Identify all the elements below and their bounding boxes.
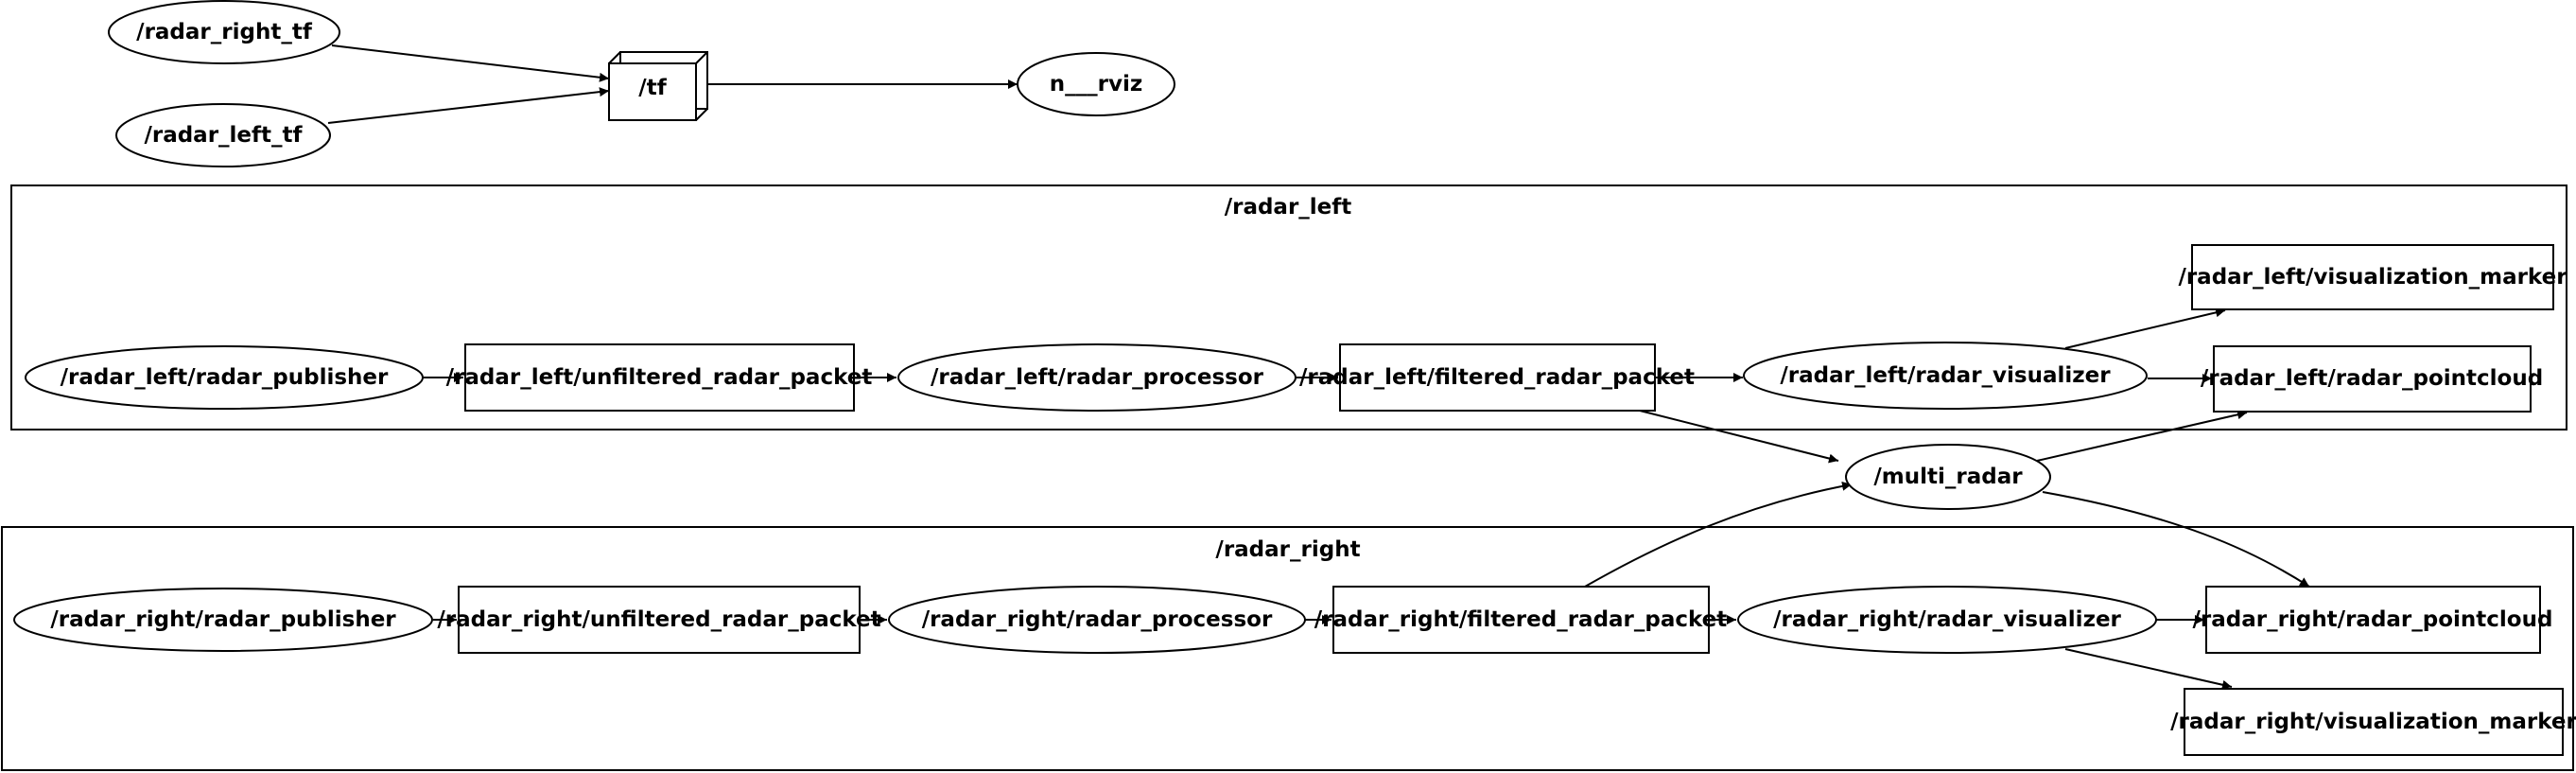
topic-left-marker-label: /radar_left/visualization_marker [2178, 265, 2567, 290]
node-left-publisher[interactable]: /radar_left/radar_publisher [25, 345, 424, 410]
topic-right-pointcloud[interactable]: /radar_right/radar_pointcloud [2193, 586, 2553, 654]
topic-left-filtered-label: /radar_left/filtered_radar_packet [1299, 365, 1695, 390]
topic-right-filtered-label: /radar_right/filtered_radar_packet [1314, 607, 1728, 632]
node-radar-right-tf[interactable]: /radar_right_tf [108, 0, 340, 64]
edge-left-filtered-to-multi-radar [1639, 410, 1839, 464]
node-tf-topic-label: /tf [638, 76, 667, 100]
edge-right-visualizer-to-marker [2064, 648, 2233, 690]
topic-left-pointcloud-label: /radar_left/radar_pointcloud [2201, 366, 2543, 391]
node-right-publisher[interactable]: /radar_right/radar_publisher [13, 588, 433, 652]
cluster-radar-right: /radar_right [1, 526, 2574, 771]
node-radar-right-tf-label: /radar_right_tf [136, 20, 313, 44]
edge-multi-radar-to-left-pointcloud [2036, 410, 2248, 462]
edge-radar-right-tf-to-tf [331, 44, 610, 82]
topic-left-pointcloud[interactable]: /radar_left/radar_pointcloud [2201, 345, 2543, 413]
edge-right-filtered-to-multi-radar [1584, 481, 1853, 588]
node-multi-radar[interactable]: /multi_radar [1845, 444, 2051, 510]
topic-left-unfiltered-label: /radar_left/unfiltered_radar_packet [446, 365, 873, 390]
node-radar-left-tf-label: /radar_left_tf [144, 123, 303, 148]
edge-radar-left-tf-to-tf [327, 87, 610, 124]
cluster-radar-right-label: /radar_right [1215, 537, 1360, 562]
node-left-processor-label: /radar_left/radar_processor [931, 365, 1264, 390]
node-multi-radar-label: /multi_radar [1873, 465, 2023, 489]
node-right-visualizer[interactable]: /radar_right/radar_visualizer [1737, 586, 2157, 654]
node-right-processor-label: /radar_right/radar_processor [922, 607, 1273, 632]
node-left-visualizer[interactable]: /radar_left/radar_visualizer [1743, 342, 2148, 410]
topic-left-marker[interactable]: /radar_left/visualization_marker [2178, 244, 2567, 310]
topic-right-unfiltered[interactable]: /radar_right/unfiltered_radar_packet [437, 586, 881, 654]
edge-multi-radar-to-right-pointcloud [2042, 491, 2310, 588]
topic-left-filtered[interactable]: /radar_left/filtered_radar_packet [1299, 343, 1695, 412]
topic-right-marker[interactable]: /radar_right/visualization_marker [2170, 688, 2576, 756]
topic-right-marker-label: /radar_right/visualization_marker [2170, 710, 2576, 734]
node-rviz-label: n___rviz [1050, 72, 1142, 97]
edges [327, 44, 2310, 690]
node-left-visualizer-label: /radar_left/radar_visualizer [1780, 363, 2111, 388]
topic-right-pointcloud-label: /radar_right/radar_pointcloud [2193, 607, 2553, 632]
cluster-radar-left: /radar_left [10, 184, 2567, 430]
node-right-publisher-label: /radar_right/radar_publisher [50, 607, 396, 632]
topic-right-unfiltered-label: /radar_right/unfiltered_radar_packet [437, 607, 880, 632]
topic-right-filtered[interactable]: /radar_right/filtered_radar_packet [1314, 586, 1728, 654]
node-right-visualizer-label: /radar_right/radar_visualizer [1773, 607, 2121, 632]
edge-left-visualizer-to-marker [2064, 307, 2226, 349]
node-radar-left-tf[interactable]: /radar_left_tf [115, 103, 331, 167]
node-left-processor[interactable]: /radar_left/radar_processor [897, 343, 1297, 412]
node-rviz[interactable]: n___rviz [1017, 52, 1175, 116]
cluster-radar-left-label: /radar_left [1225, 195, 1352, 220]
node-left-publisher-label: /radar_left/radar_publisher [61, 365, 389, 390]
topic-left-unfiltered[interactable]: /radar_left/unfiltered_radar_packet [446, 343, 873, 412]
node-tf-topic[interactable]: /tf [608, 51, 708, 121]
node-right-processor[interactable]: /radar_right/radar_processor [888, 586, 1306, 654]
